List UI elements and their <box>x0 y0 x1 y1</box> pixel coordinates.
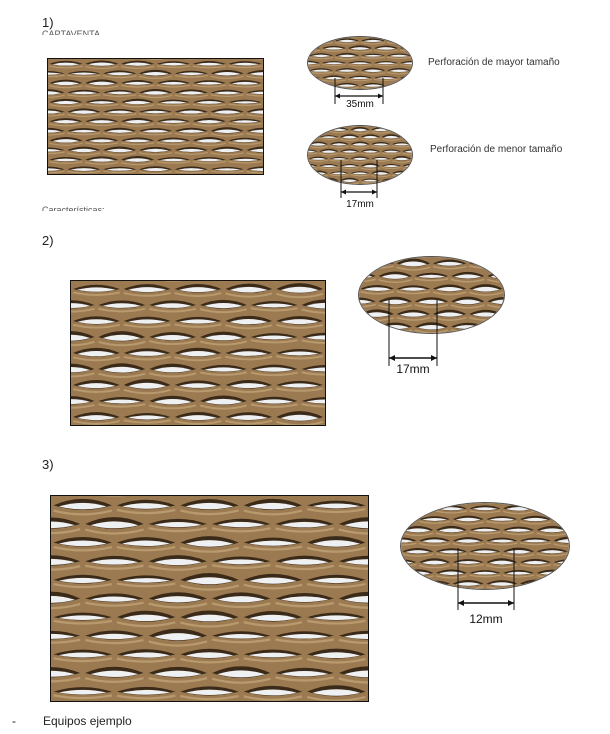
dimension-label-12mm: 12mm <box>469 612 503 626</box>
dimension-marker-12mm <box>457 548 515 610</box>
section-1-number: 1) <box>42 15 54 30</box>
section-3-photo <box>50 495 369 702</box>
dimension-marker-35mm <box>334 78 384 104</box>
dimension-marker-17mm-b <box>388 300 438 366</box>
footer-text: Equipos ejemplo <box>43 714 132 728</box>
section-1-cut-characteristics: Características: <box>42 205 105 211</box>
dimension-label-17mm-b: 17mm <box>396 362 430 376</box>
section-2-detail <box>358 256 505 334</box>
caption-small-perforation: Perforación de menor tamaño <box>430 144 563 155</box>
dimension-label-17mm-a: 17mm <box>346 199 374 210</box>
dimension-label-35mm: 35mm <box>346 99 374 110</box>
section-2-photo <box>70 280 326 426</box>
dimension-marker-17mm-a <box>340 160 378 198</box>
section-1-detail-small <box>307 125 413 185</box>
section-1-photo <box>47 58 264 175</box>
caption-large-perforation: Perforación de mayor tamaño <box>428 57 560 68</box>
footer-bullet: - <box>12 714 16 728</box>
section-1-cut-label: CAPTAVENTA <box>42 29 101 35</box>
section-2-number: 2) <box>42 233 54 248</box>
section-3-number: 3) <box>42 457 54 472</box>
